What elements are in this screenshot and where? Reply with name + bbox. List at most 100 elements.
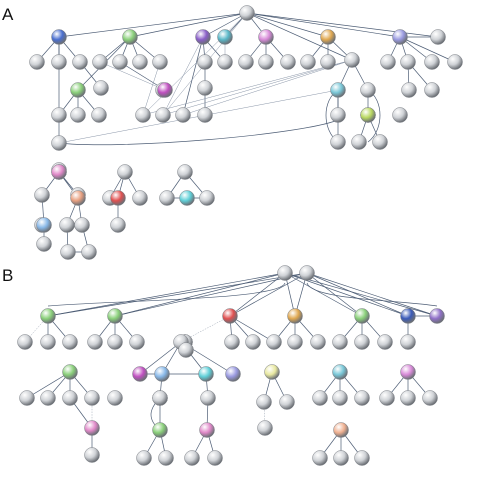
node-circle xyxy=(320,54,336,70)
node-circle xyxy=(401,82,417,98)
node-b26 xyxy=(19,390,35,406)
node-a15 xyxy=(132,54,148,70)
node-circle xyxy=(184,450,200,466)
edge-a0-a1 xyxy=(58,12,248,38)
node-circle xyxy=(84,447,100,463)
node-circle xyxy=(430,29,446,45)
node-circle xyxy=(354,334,370,350)
node-circle xyxy=(112,54,128,70)
node-circle xyxy=(40,334,56,350)
node-a2 xyxy=(122,29,138,45)
edge-b1-b2 xyxy=(47,272,308,317)
node-circle xyxy=(333,422,349,438)
node-b5 xyxy=(287,308,303,324)
node-a34 xyxy=(157,82,173,98)
node-a21 xyxy=(280,54,296,70)
node-circle xyxy=(332,334,348,350)
node-b64 xyxy=(354,450,370,466)
node-circle xyxy=(225,366,241,382)
node-b33 xyxy=(200,390,216,406)
node-circle xyxy=(197,54,213,70)
node-circle xyxy=(198,366,214,382)
node-a28 xyxy=(93,80,109,96)
node-b11 xyxy=(62,334,78,350)
node-circle xyxy=(40,308,56,324)
node-b62 xyxy=(312,450,328,466)
node-circle xyxy=(152,54,168,70)
node-circle xyxy=(92,54,108,70)
node-b55 xyxy=(332,390,348,406)
node-circle xyxy=(239,5,255,21)
node-b17 xyxy=(266,334,282,350)
edge-b0-b3 xyxy=(114,272,286,317)
node-circle xyxy=(320,29,336,45)
edge-a7-a40 xyxy=(182,59,353,116)
node-a68 xyxy=(110,190,126,206)
node-b53 xyxy=(332,364,348,380)
node-b7 xyxy=(400,308,416,324)
node-a46 xyxy=(392,107,408,123)
edge-a0-a7 xyxy=(246,12,353,61)
node-circle xyxy=(87,334,103,350)
node-a67 xyxy=(132,190,148,206)
node-circle xyxy=(224,334,240,350)
node-circle xyxy=(354,390,370,406)
node-a38 xyxy=(135,107,151,123)
node-a54 xyxy=(34,187,50,203)
node-circle xyxy=(84,390,100,406)
node-circle xyxy=(332,364,348,380)
node-circle xyxy=(91,107,107,123)
node-circle xyxy=(277,265,293,281)
node-a8 xyxy=(392,29,408,45)
node-circle xyxy=(84,420,100,436)
node-circle xyxy=(332,390,348,406)
node-circle xyxy=(197,107,213,123)
node-circle xyxy=(380,54,396,70)
node-circle xyxy=(217,54,233,70)
node-a12 xyxy=(72,54,88,70)
node-circle xyxy=(62,364,78,380)
node-circle xyxy=(392,29,408,45)
node-circle xyxy=(62,390,78,406)
node-circle xyxy=(199,422,215,438)
curve-b-hub xyxy=(47,282,286,307)
node-circle xyxy=(29,54,45,70)
node-circle xyxy=(70,190,86,206)
node-circle xyxy=(177,164,193,180)
node-circle xyxy=(379,390,395,406)
node-a40 xyxy=(175,107,191,123)
node-a25 xyxy=(400,54,416,70)
node-circle xyxy=(93,80,109,96)
node-a48 xyxy=(330,134,346,150)
node-a58 xyxy=(59,217,75,233)
node-b20 xyxy=(332,334,348,350)
node-circle xyxy=(129,334,145,350)
node-a49 xyxy=(351,134,367,150)
edge-a8-a27 xyxy=(399,36,456,63)
node-circle xyxy=(400,364,416,380)
node-circle xyxy=(107,308,123,324)
node-circle xyxy=(70,107,86,123)
node-b51 xyxy=(279,394,295,410)
node-circle xyxy=(157,82,173,98)
node-a42 xyxy=(330,82,346,98)
node-a59 xyxy=(74,217,90,233)
node-circle xyxy=(279,394,295,410)
node-circle xyxy=(179,190,195,206)
node-circle xyxy=(377,334,393,350)
node-a37 xyxy=(91,107,107,123)
node-a69 xyxy=(110,217,126,233)
node-layer xyxy=(17,5,463,466)
node-a33 xyxy=(424,82,440,98)
node-a56 xyxy=(51,164,67,180)
node-b23 xyxy=(400,334,416,350)
node-circle xyxy=(72,54,88,70)
edge-a0-a8 xyxy=(246,12,401,38)
panel-label-a: A xyxy=(2,5,14,24)
node-circle xyxy=(178,342,194,358)
node-circle xyxy=(330,82,346,98)
node-circle xyxy=(258,29,274,45)
node-a41 xyxy=(197,107,213,123)
node-a29 xyxy=(70,82,86,98)
